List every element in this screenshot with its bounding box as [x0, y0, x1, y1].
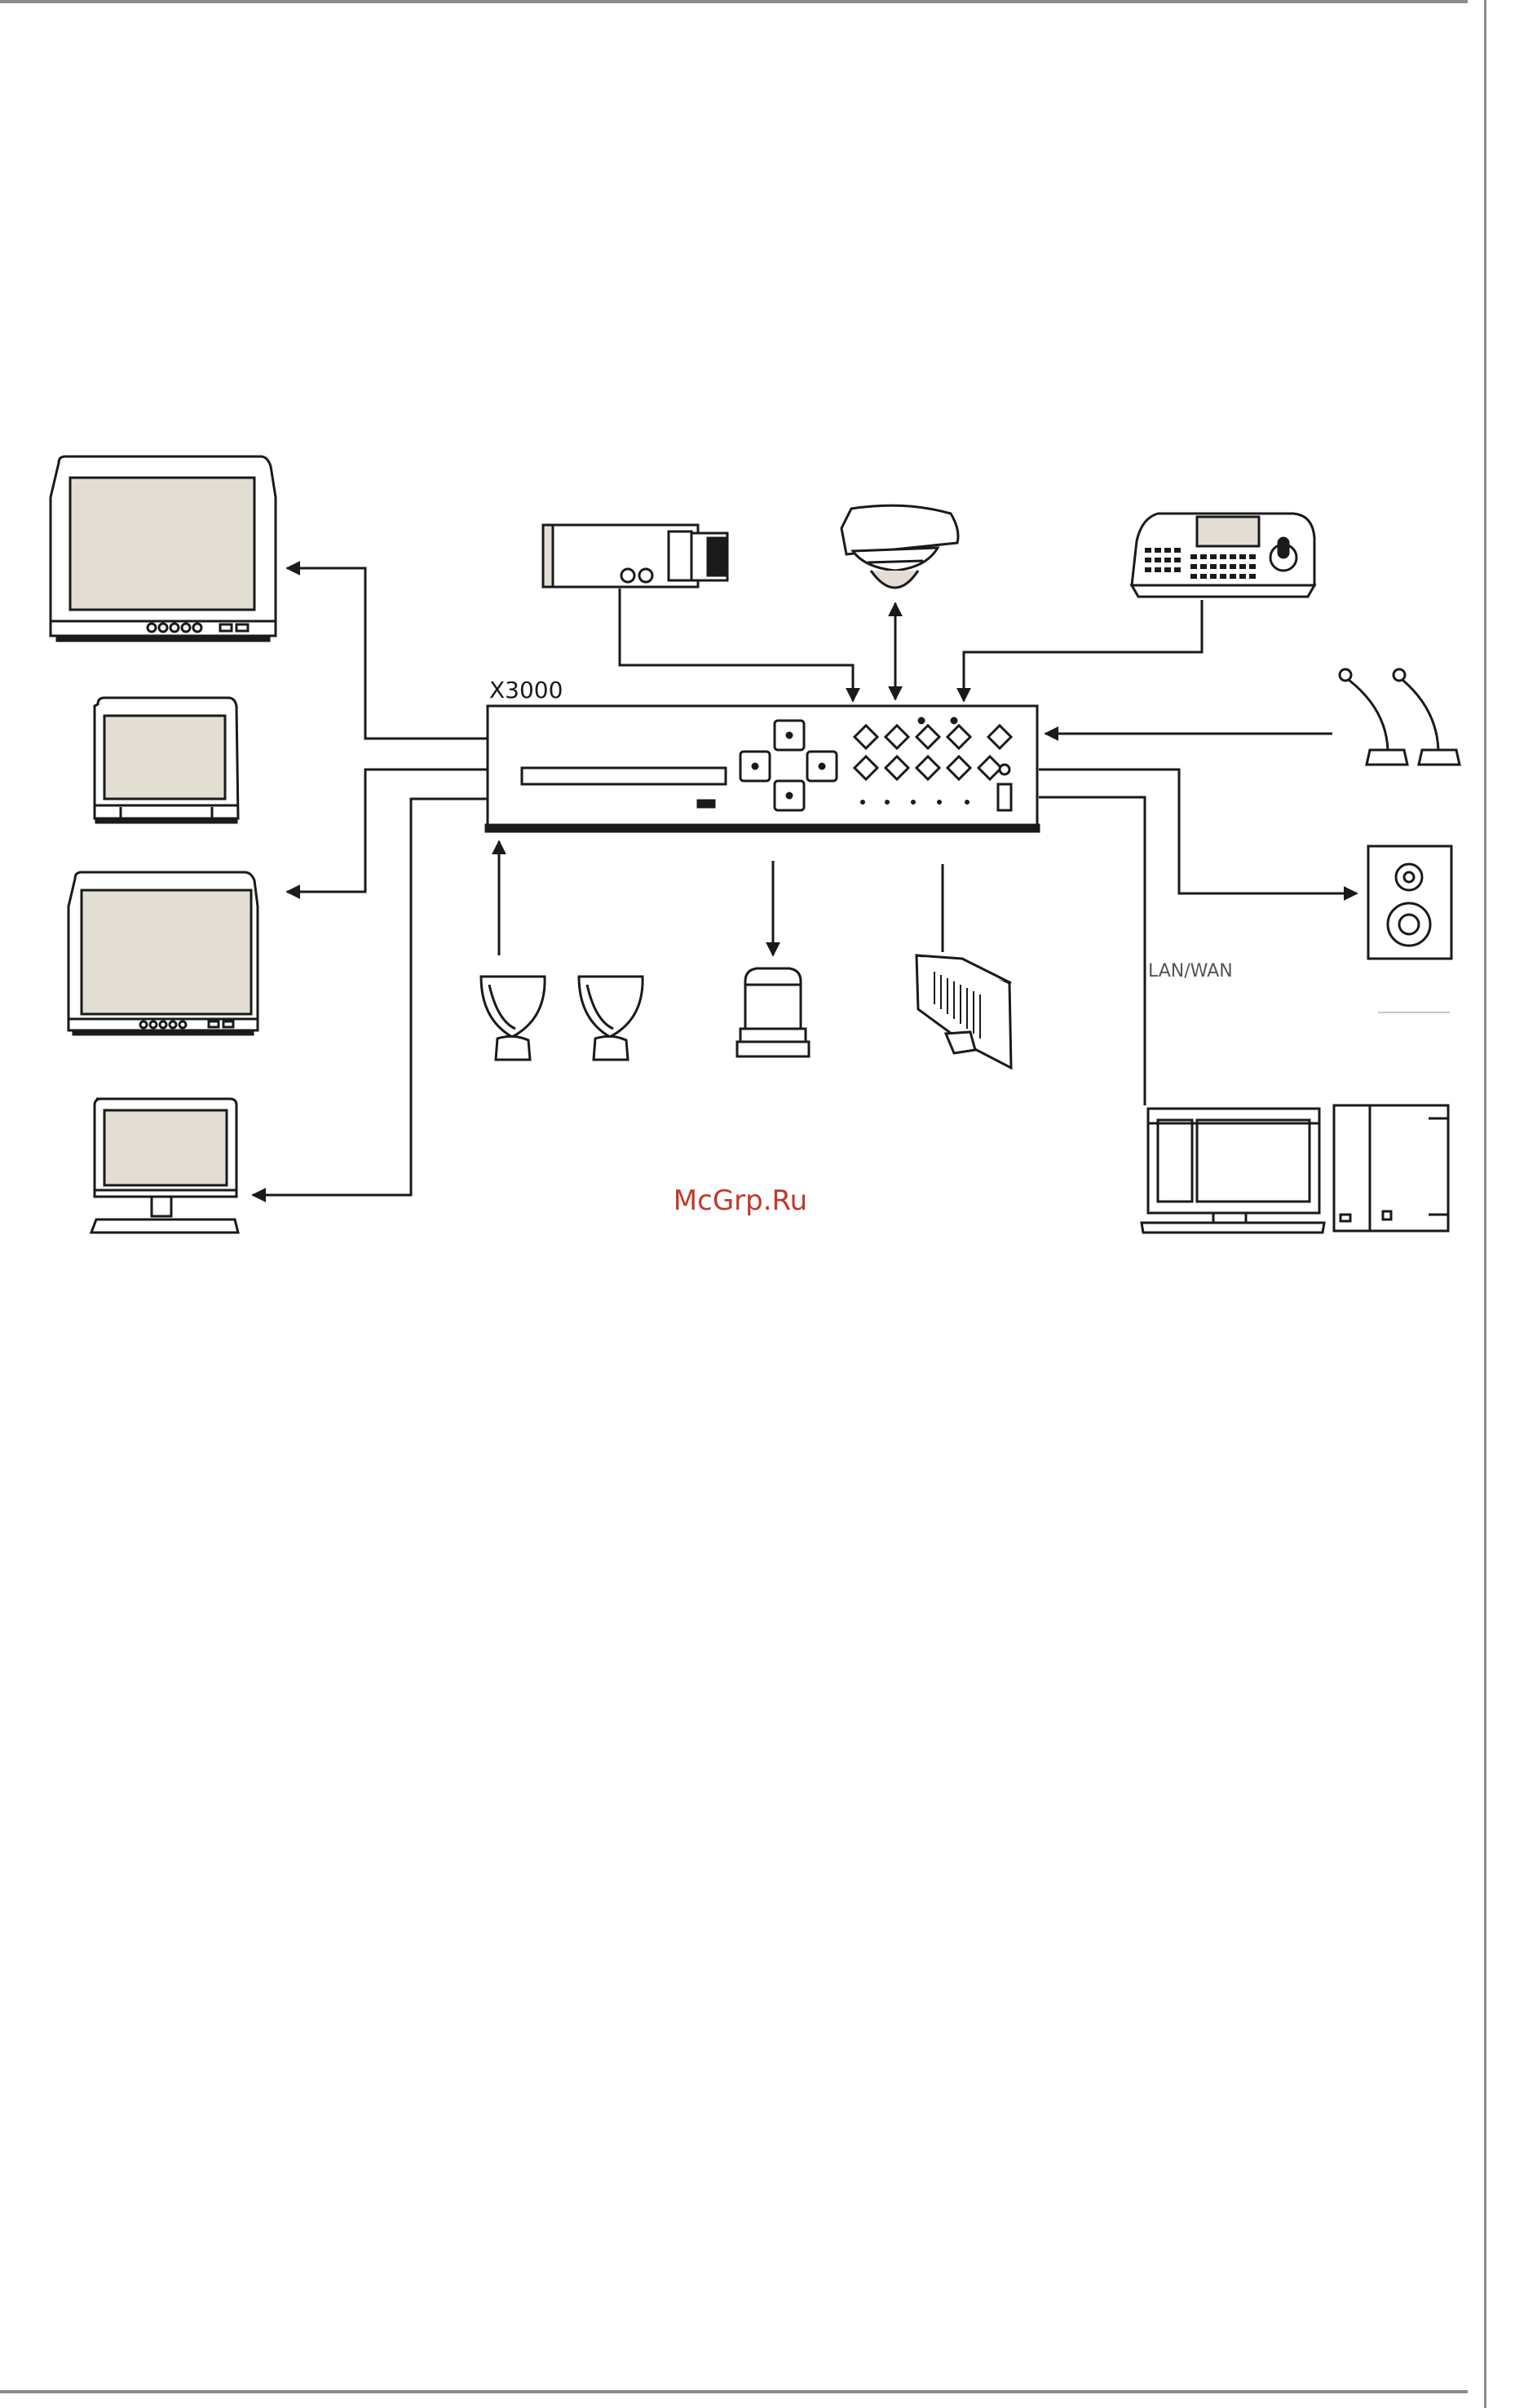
connection-lines [253, 568, 1357, 1195]
monitor-3-icon [68, 872, 258, 1034]
monitor-4-icon [91, 1099, 238, 1233]
alarm-beacon-icon [737, 968, 809, 1056]
watermark: McGrp.Ru [674, 1184, 807, 1217]
pc-workstation-icon [1142, 1105, 1448, 1233]
microphones-icon [1340, 669, 1460, 765]
monitor-1-icon [51, 456, 276, 641]
dome-camera-icon [841, 505, 958, 588]
ptz-keyboard-controller-icon [1132, 514, 1314, 597]
device-label: X3000 [489, 677, 563, 703]
footer-rule [0, 2390, 1468, 2393]
speaker-icon [1368, 846, 1451, 1012]
network-label: LAN/WAN [1148, 961, 1233, 981]
x3000-dvr-icon [486, 706, 1039, 831]
box-camera-icon [543, 525, 727, 587]
relay-module-icon [917, 955, 1011, 1068]
monitor-2-icon [95, 698, 238, 823]
pir-sensors-icon [481, 977, 643, 1060]
